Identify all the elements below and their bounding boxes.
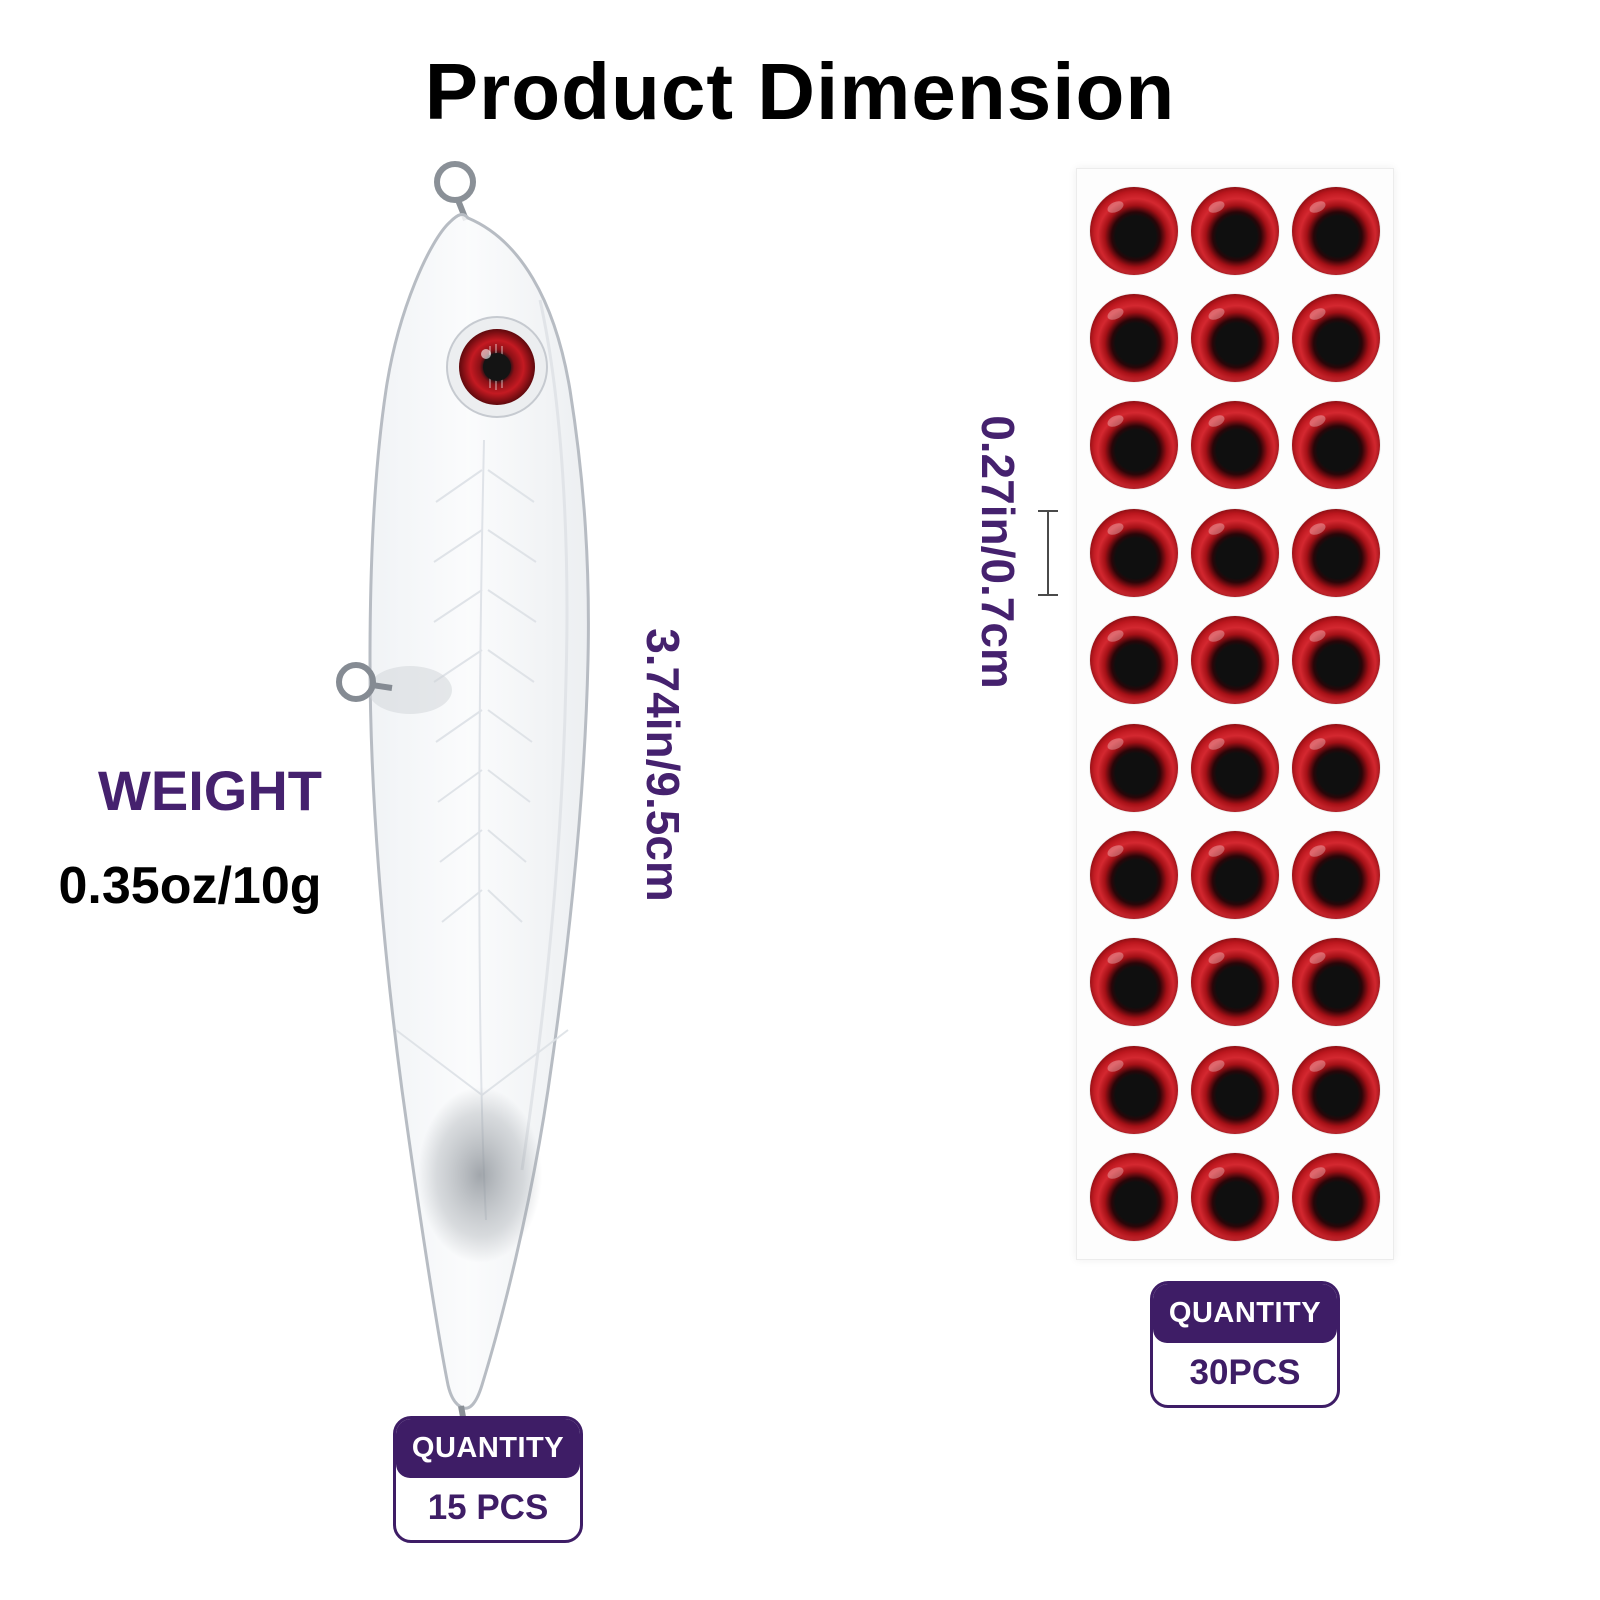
fish-eye-sticker [1190,616,1279,705]
eye-sheet-grid [1077,169,1393,1259]
fish-eye-sticker [1190,401,1279,490]
fish-eye-sticker [1089,294,1178,383]
lure-illustration [330,140,660,1510]
weight-value: 0.35oz/10g [58,857,322,915]
fish-eye-sticker [1292,294,1381,383]
fish-eye-sticker [1089,1153,1178,1242]
page-title: Product Dimension [424,47,1176,136]
fish-eye-sticker [1089,1045,1178,1134]
lure-quantity-value: 15 PCS [427,1488,549,1527]
lure-eye-icon [446,316,548,418]
fish-eye-sticker [1089,401,1178,490]
fish-eye-sticker [1292,508,1381,597]
eye-sheet-quantity-badge: QUANTITY 30PCS [1150,1281,1340,1408]
clear-lure-drawing [336,161,590,1483]
fish-eye-sticker [1190,508,1279,597]
fish-eye-sticker [1190,1153,1279,1242]
eye-diameter-dimension: 0.27in/0.7cm [972,415,1024,689]
lure-length-dimension: 3.74in/9.5cm [637,628,689,902]
eye-sticker-sheet [1076,168,1394,1260]
fish-eye-sticker [1292,186,1381,275]
fish-eye-sticker [1190,186,1279,275]
fish-eye-sticker [1089,616,1178,705]
middle-eyelet-icon [336,662,452,714]
fish-eye-sticker [1190,294,1279,383]
bracket-line [1047,510,1049,596]
eye-sheet-quantity-label: QUANTITY [1153,1284,1337,1343]
eye-size-bracket [1038,510,1058,596]
fish-eye-sticker [1089,723,1178,812]
fish-eye-sticker [1190,1045,1279,1134]
body-highlight [520,299,569,1171]
fish-eye-sticker [1190,831,1279,920]
lure-quantity-badge: QUANTITY 15 PCS [393,1416,583,1543]
fish-eye-sticker [1292,1153,1381,1242]
fish-eye-sticker [1292,831,1381,920]
fish-eye-sticker [1292,938,1381,1027]
fish-eye-sticker [1089,186,1178,275]
fish-eye-sticker [1292,1045,1381,1134]
fish-eye-sticker [1292,401,1381,490]
bracket-bottom-tick [1038,594,1058,596]
eye-sheet-quantity-value: 30PCS [1189,1353,1301,1392]
fish-eye-sticker [1190,723,1279,812]
fish-eye-sticker [1292,723,1381,812]
fish-eye-sticker [1089,508,1178,597]
top-eyelet-icon [434,161,476,222]
fish-eye-sticker [1292,616,1381,705]
fish-eye-sticker [1190,938,1279,1027]
foil-reflection [418,1087,542,1263]
lure-quantity-label: QUANTITY [396,1419,580,1478]
weight-label: WEIGHT [98,759,322,822]
fish-eye-sticker [1089,831,1178,920]
fish-eye-sticker [1089,938,1178,1027]
